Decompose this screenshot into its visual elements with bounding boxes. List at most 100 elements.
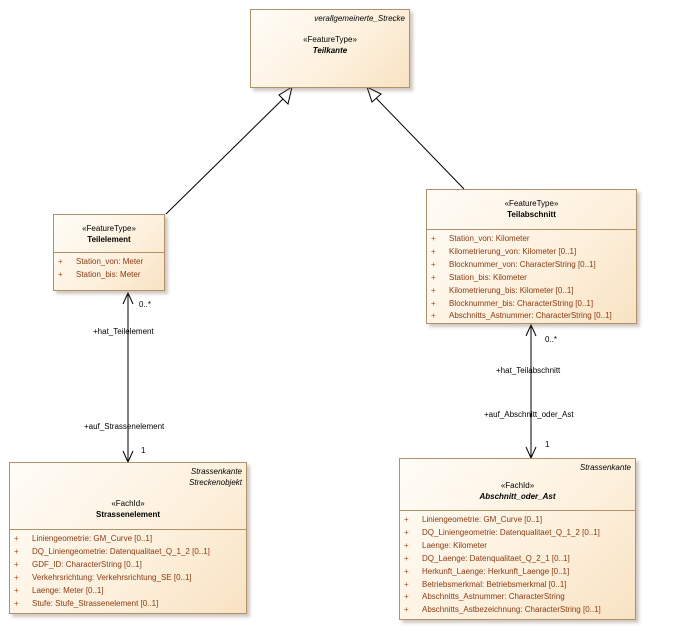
generalization-teilabschnitt-line xyxy=(375,97,465,190)
visibility-public-marker: + xyxy=(431,246,436,256)
association-right-role-bottom: +auf_Abschnitt_oder_Ast xyxy=(484,410,574,419)
class-teilabschnitt[interactable]: «FeatureType» Teilabschnitt + Station_von… xyxy=(426,189,637,324)
class-abschnitt-oder-ast-header: Strassenkante «FachId» Abschnitt_oder_As… xyxy=(400,459,635,511)
attribute-row[interactable]: + Station_von: Kilometer xyxy=(431,233,632,246)
class-name: Abschnitt_oder_Ast xyxy=(479,492,556,501)
association-left-role-top: +hat_Teilelement xyxy=(93,327,154,336)
visibility-public-marker: + xyxy=(58,257,63,266)
attribute-text: DQ_Liniengeometrie: Datenqualitaet_Q_1_2… xyxy=(32,546,210,556)
class-name: Teilabschnitt xyxy=(507,210,556,219)
attribute-text: Station_von: Kilometer xyxy=(449,234,530,243)
association-right-role-top: +hat_Teilabschnitt xyxy=(496,366,561,375)
class-context: Strassenkante Streckenobjekt xyxy=(189,466,242,488)
attribute-row[interactable]: + Liniengeometrie: GM_Curve [0..1] xyxy=(404,514,631,527)
association-left-multiplicity-bottom: 1 xyxy=(141,446,146,455)
visibility-public-marker: + xyxy=(431,311,436,321)
attribute-text: GDF_ID: CharacterString [0..1] xyxy=(32,559,142,569)
attribute-text: DQ_Laenge: Datenqualitaet_Q_2_1 [0..1] xyxy=(422,553,570,563)
association-left-arrow-top xyxy=(122,291,134,305)
attribute-text: Station_bis: Kilometer xyxy=(449,272,527,282)
attribute-row[interactable]: + Station_bis: Kilometer xyxy=(431,272,632,285)
attribute-text: Blocknummer_bis: CharacterString [0..1] xyxy=(449,298,594,308)
attribute-text: Verkehrsrichtung: Verkehrsrichtung_SE [0… xyxy=(32,572,192,582)
visibility-public-marker: + xyxy=(404,566,409,576)
class-strassenelement[interactable]: Strassenkante Streckenobjekt «FachId» St… xyxy=(9,462,247,614)
association-left-role-bottom: +auf_Strassenelement xyxy=(84,422,165,431)
attribute-row[interactable]: + Kilometrierung_von: Kilometer [0..1] xyxy=(431,246,632,259)
attribute-row[interactable]: + GDF_ID: CharacterString [0..1] xyxy=(14,559,242,572)
class-stereotype: «FachId» xyxy=(111,499,145,508)
visibility-public-marker: + xyxy=(431,272,436,282)
attribute-row[interactable]: + Betriebsmerkmal: Betriebsmerkmal [0..1] xyxy=(404,579,631,592)
attribute-row[interactable]: + Blocknummer_von: CharacterString [0..1] xyxy=(431,259,632,272)
class-teilkante-header: verallgemeinerte_Strecke «FeatureType» T… xyxy=(251,10,409,89)
attribute-row[interactable]: +Stufe: Stufe_Strassenelement [0..1] xyxy=(14,598,242,611)
visibility-public-marker: + xyxy=(14,559,19,569)
attribute-row[interactable]: + DQ_Laenge: Datenqualitaet_Q_2_1 [0..1] xyxy=(404,553,631,566)
visibility-public-marker: + xyxy=(14,534,19,543)
attribute-text: Abschnitts_Astbezeichnung: CharacterStri… xyxy=(422,605,601,615)
visibility-public-marker: + xyxy=(14,572,19,582)
attribute-row[interactable]: + Abschnitts_Astbezeichnung: CharacterStr… xyxy=(404,604,631,617)
attribute-row[interactable]: + Station_bis: Meter xyxy=(58,269,160,282)
attribute-text: Liniengeometrie: GM_Curve [0..1] xyxy=(32,534,153,543)
class-stereotype: «FachId» xyxy=(500,481,535,490)
attribute-text: Station_bis: Meter xyxy=(76,269,141,279)
visibility-public-marker: + xyxy=(431,259,436,269)
attribute-row[interactable]: + Herkunft_Laenge: Herkunft_Laenge [0..1] xyxy=(404,566,631,579)
attribute-text: Herkunft_Laenge: Herkunft_Laenge [0..1] xyxy=(422,566,570,576)
association-right-arrow-top xyxy=(525,323,537,337)
attribute-text: Liniengeometrie: GM_Curve [0..1] xyxy=(422,515,543,524)
class-name: Strassenelement xyxy=(95,510,161,519)
class-teilkante[interactable]: verallgemeinerte_Strecke «FeatureType» T… xyxy=(250,9,410,88)
visibility-public-marker: + xyxy=(404,553,409,563)
class-abschnitt-oder-ast[interactable]: Strassenkante «FachId» Abschnitt_oder_As… xyxy=(399,458,636,620)
visibility-public-marker: + xyxy=(14,585,19,595)
attribute-row[interactable]: + Station_von: Meter xyxy=(58,256,160,269)
attribute-list: + Liniengeometrie: GM_Curve [0..1] + DQ_Lin… xyxy=(10,530,246,610)
visibility-public-marker: + xyxy=(14,546,19,556)
class-teilabschnitt-header: «FeatureType» Teilabschnitt xyxy=(427,190,636,230)
visibility-public-marker: + xyxy=(431,285,436,295)
class-context: Strassenkante xyxy=(579,463,631,472)
attribute-text: Laenge: Kilometer xyxy=(422,540,487,550)
attribute-list: + Liniengeometrie: GM_Curve [0..1] + DQ_Lin… xyxy=(400,511,635,617)
attribute-row[interactable]: + Verkehrsrichtung: Verkehrsrichtung_SE [… xyxy=(14,572,242,585)
association-left-multiplicity-top: 0..* xyxy=(139,300,152,309)
visibility-public-marker: + xyxy=(58,269,63,279)
attribute-row[interactable]: + Abschnitts_Astnummer: CharacterString [… xyxy=(431,310,632,323)
attribute-text: Blocknummer_von: CharacterString [0..1] xyxy=(449,259,596,269)
generalization-teilelement-arrowhead xyxy=(278,85,293,105)
attribute-row[interactable]: +Abschnitts_Astnummer: CharacterString xyxy=(404,591,631,604)
class-context-line1: Strassenkante xyxy=(190,467,242,476)
attribute-text: Abschnitts_Astnummer: CharacterString [0… xyxy=(449,311,612,321)
generalization-teilelement-line xyxy=(165,97,285,215)
visibility-public-marker: + xyxy=(404,515,409,524)
association-right-multiplicity-top: 0..* xyxy=(545,335,558,344)
class-teilelement[interactable]: «FeatureType» Teilelement + Station_von: … xyxy=(53,214,165,291)
class-stereotype: «FeatureType» xyxy=(82,224,136,233)
class-context-line2: Streckenobjekt xyxy=(189,478,242,487)
attribute-row[interactable]: + Liniengeometrie: GM_Curve [0..1] xyxy=(14,533,242,546)
attribute-text: Kilometrierung_von: Kilometer [0..1] xyxy=(449,246,577,256)
attribute-row[interactable]: +Laenge: Kilometer xyxy=(404,540,631,553)
attribute-list: + Station_von: Kilometer + Kilometrierung_v… xyxy=(427,230,636,323)
class-name: Teilelement xyxy=(87,235,131,244)
attribute-text: DQ_Liniengeometrie: Datenqualitaet_Q_1_2… xyxy=(422,527,600,537)
attribute-row[interactable]: + DQ_Liniengeometrie: Datenqualitaet_Q_1_… xyxy=(404,527,631,540)
visibility-public-marker: + xyxy=(431,234,436,243)
attribute-row[interactable]: +Laenge: Meter [0..1] xyxy=(14,585,242,598)
attribute-text: Betriebsmerkmal: Betriebsmerkmal [0..1] xyxy=(422,579,567,589)
attribute-row[interactable]: +Blocknummer_bis: CharacterString [0..1] xyxy=(431,298,632,311)
generalization-teilabschnitt-arrowhead xyxy=(366,86,382,103)
attribute-text: Station_von: Meter xyxy=(76,257,144,266)
attribute-row[interactable]: + DQ_Liniengeometrie: Datenqualitaet_Q_1_… xyxy=(14,546,242,559)
visibility-public-marker: + xyxy=(404,527,409,537)
visibility-public-marker: + xyxy=(404,579,409,589)
visibility-public-marker: + xyxy=(404,605,409,615)
attribute-text: Stufe: Stufe_Strassenelement [0..1] xyxy=(32,598,159,608)
attribute-row[interactable]: +Kilometrierung_bis: Kilometer [0..1] xyxy=(431,285,632,298)
attribute-list: + Station_von: Meter + Station_bis: Meter xyxy=(54,253,164,282)
attribute-text: Abschnitts_Astnummer: CharacterString xyxy=(422,592,565,602)
class-name: Teilkante xyxy=(312,46,348,55)
